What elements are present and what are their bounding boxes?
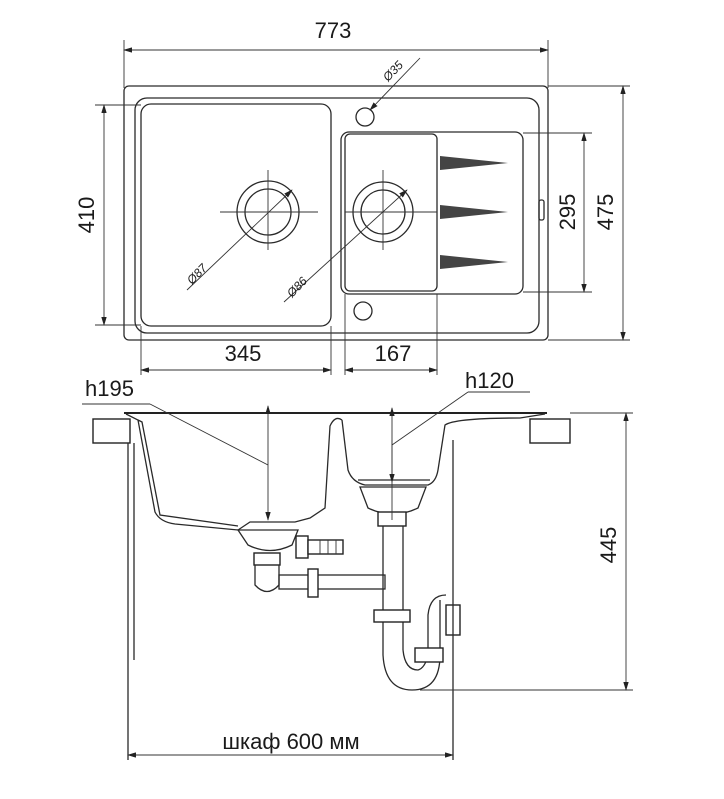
- sink-inner-rim: [134, 97, 540, 334]
- second-bowl-drain: Ø86: [283, 170, 437, 303]
- tap-hole-diameter-label: Ø35: [379, 58, 406, 85]
- main-bowl-drain: Ø87: [183, 170, 318, 291]
- main-drain-diameter-label: Ø87: [183, 260, 210, 288]
- main-bowl-depth-label: h195: [85, 376, 134, 401]
- dimension-main-bowl-length: 410: [74, 104, 141, 326]
- overall-depth-label: 475: [593, 194, 618, 231]
- countertop-left: [92, 418, 131, 444]
- main-bowl: [140, 103, 332, 327]
- overall-width-label: 773: [315, 18, 352, 43]
- main-bowl-depth-dimension: h195: [82, 376, 271, 521]
- overflow-hole: [353, 301, 373, 321]
- second-bowl-waste-and-trap: [359, 440, 461, 691]
- cabinet-width-label: шкаф 600 мм: [222, 729, 359, 754]
- second-bowl-profile: [341, 413, 546, 486]
- install-height-dimension: 445: [420, 412, 633, 691]
- second-bowl-depth-dimension: h120: [389, 368, 530, 483]
- overflow-slot: [538, 199, 545, 221]
- tap-hole-dimension: Ø35: [369, 57, 421, 111]
- dimension-main-bowl-width: 345: [140, 326, 332, 375]
- install-height-label: 445: [596, 527, 621, 564]
- dimension-overall-depth: 475: [548, 85, 630, 341]
- top-view: 773 Ø35 Ø87: [74, 18, 630, 375]
- second-bowl-depth-label: h120: [465, 368, 514, 393]
- dimension-second-bowl-length: 295: [523, 132, 592, 293]
- countertop-right: [529, 418, 571, 444]
- second-bowl-width-label: 167: [375, 341, 412, 366]
- main-bowl-width-label: 345: [225, 341, 262, 366]
- cabinet-width-dimension: шкаф 600 мм: [127, 729, 454, 758]
- main-bowl-waste-fitting: [236, 529, 386, 598]
- dimension-overall-width: 773: [123, 18, 549, 88]
- dimension-second-bowl-width: 167: [344, 294, 438, 375]
- second-bowl-basin: [344, 133, 438, 292]
- main-bowl-length-label: 410: [74, 197, 99, 234]
- main-bowl-profile: [125, 413, 343, 531]
- second-bowl-length-label: 295: [555, 194, 580, 231]
- sink-outer-outline: [123, 85, 549, 341]
- second-drain-diameter-label: Ø86: [283, 274, 310, 301]
- drainer-ribs: [440, 156, 508, 269]
- tap-hole: [355, 107, 375, 127]
- side-view: h195 h120 445 шкаф 600 мм: [82, 368, 633, 760]
- second-bowl: [340, 131, 524, 295]
